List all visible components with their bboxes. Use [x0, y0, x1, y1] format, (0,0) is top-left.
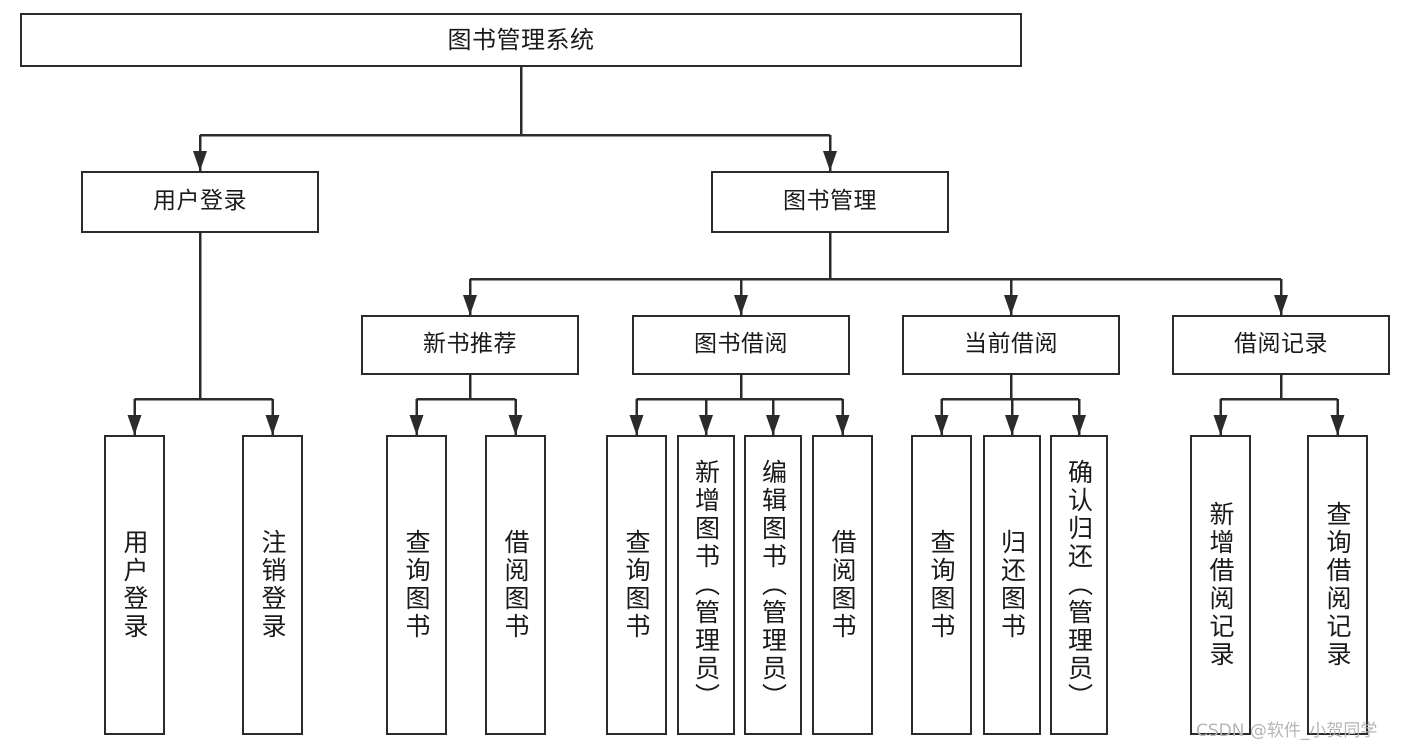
node-borrow-record-label: 借阅记录 — [1234, 331, 1328, 358]
node-leaf-query-record-label: 查询借阅记录 — [1323, 501, 1352, 669]
node-book-borrow[interactable]: 图书借阅 — [632, 315, 850, 375]
node-leaf-add-record-label: 新增借阅记录 — [1206, 501, 1235, 669]
node-leaf-query-book-1-label: 查询图书 — [402, 529, 431, 641]
node-leaf-return-book[interactable]: 归还图书 — [983, 435, 1041, 735]
node-book-manage[interactable]: 图书管理 — [711, 171, 949, 233]
node-new-book-recommend[interactable]: 新书推荐 — [361, 315, 579, 375]
node-leaf-user-login-label: 用户登录 — [120, 529, 149, 641]
node-new-book-recommend-label: 新书推荐 — [423, 331, 517, 358]
node-leaf-confirm-return[interactable]: 确认归还（管理员） — [1050, 435, 1108, 735]
node-leaf-query-book-2[interactable]: 查询图书 — [606, 435, 667, 735]
node-leaf-edit-book[interactable]: 编辑图书（管理员） — [744, 435, 802, 735]
node-root-label: 图书管理系统 — [447, 25, 595, 54]
node-leaf-query-book-1[interactable]: 查询图书 — [386, 435, 447, 735]
node-user-login-label: 用户登录 — [153, 188, 247, 215]
node-leaf-edit-book-label: 编辑图书（管理员） — [758, 459, 788, 711]
node-leaf-add-book-label: 新增图书（管理员） — [691, 459, 721, 711]
node-book-manage-label: 图书管理 — [783, 188, 877, 215]
node-leaf-query-book-3-label: 查询图书 — [927, 529, 956, 641]
node-leaf-logout-label: 注销登录 — [258, 529, 287, 641]
node-leaf-user-login[interactable]: 用户登录 — [104, 435, 165, 735]
node-user-login[interactable]: 用户登录 — [81, 171, 319, 233]
node-leaf-borrow-book-2[interactable]: 借阅图书 — [812, 435, 873, 735]
node-leaf-borrow-book-1-label: 借阅图书 — [501, 529, 530, 641]
node-current-borrow[interactable]: 当前借阅 — [902, 315, 1120, 375]
node-leaf-return-book-label: 归还图书 — [997, 529, 1027, 641]
node-leaf-borrow-book-1[interactable]: 借阅图书 — [485, 435, 546, 735]
node-borrow-record[interactable]: 借阅记录 — [1172, 315, 1390, 375]
node-current-borrow-label: 当前借阅 — [964, 331, 1058, 358]
node-leaf-query-book-2-label: 查询图书 — [622, 529, 651, 641]
node-leaf-query-record[interactable]: 查询借阅记录 — [1307, 435, 1368, 735]
node-leaf-query-book-3[interactable]: 查询图书 — [911, 435, 972, 735]
node-leaf-confirm-return-label: 确认归还（管理员） — [1064, 459, 1094, 711]
node-book-borrow-label: 图书借阅 — [694, 331, 788, 358]
node-leaf-logout[interactable]: 注销登录 — [242, 435, 303, 735]
node-leaf-borrow-book-2-label: 借阅图书 — [828, 529, 857, 641]
node-root[interactable]: 图书管理系统 — [20, 13, 1022, 67]
watermark: CSDN @软件_小贺同学 — [1196, 721, 1378, 741]
node-leaf-add-record[interactable]: 新增借阅记录 — [1190, 435, 1251, 735]
node-leaf-add-book[interactable]: 新增图书（管理员） — [677, 435, 735, 735]
